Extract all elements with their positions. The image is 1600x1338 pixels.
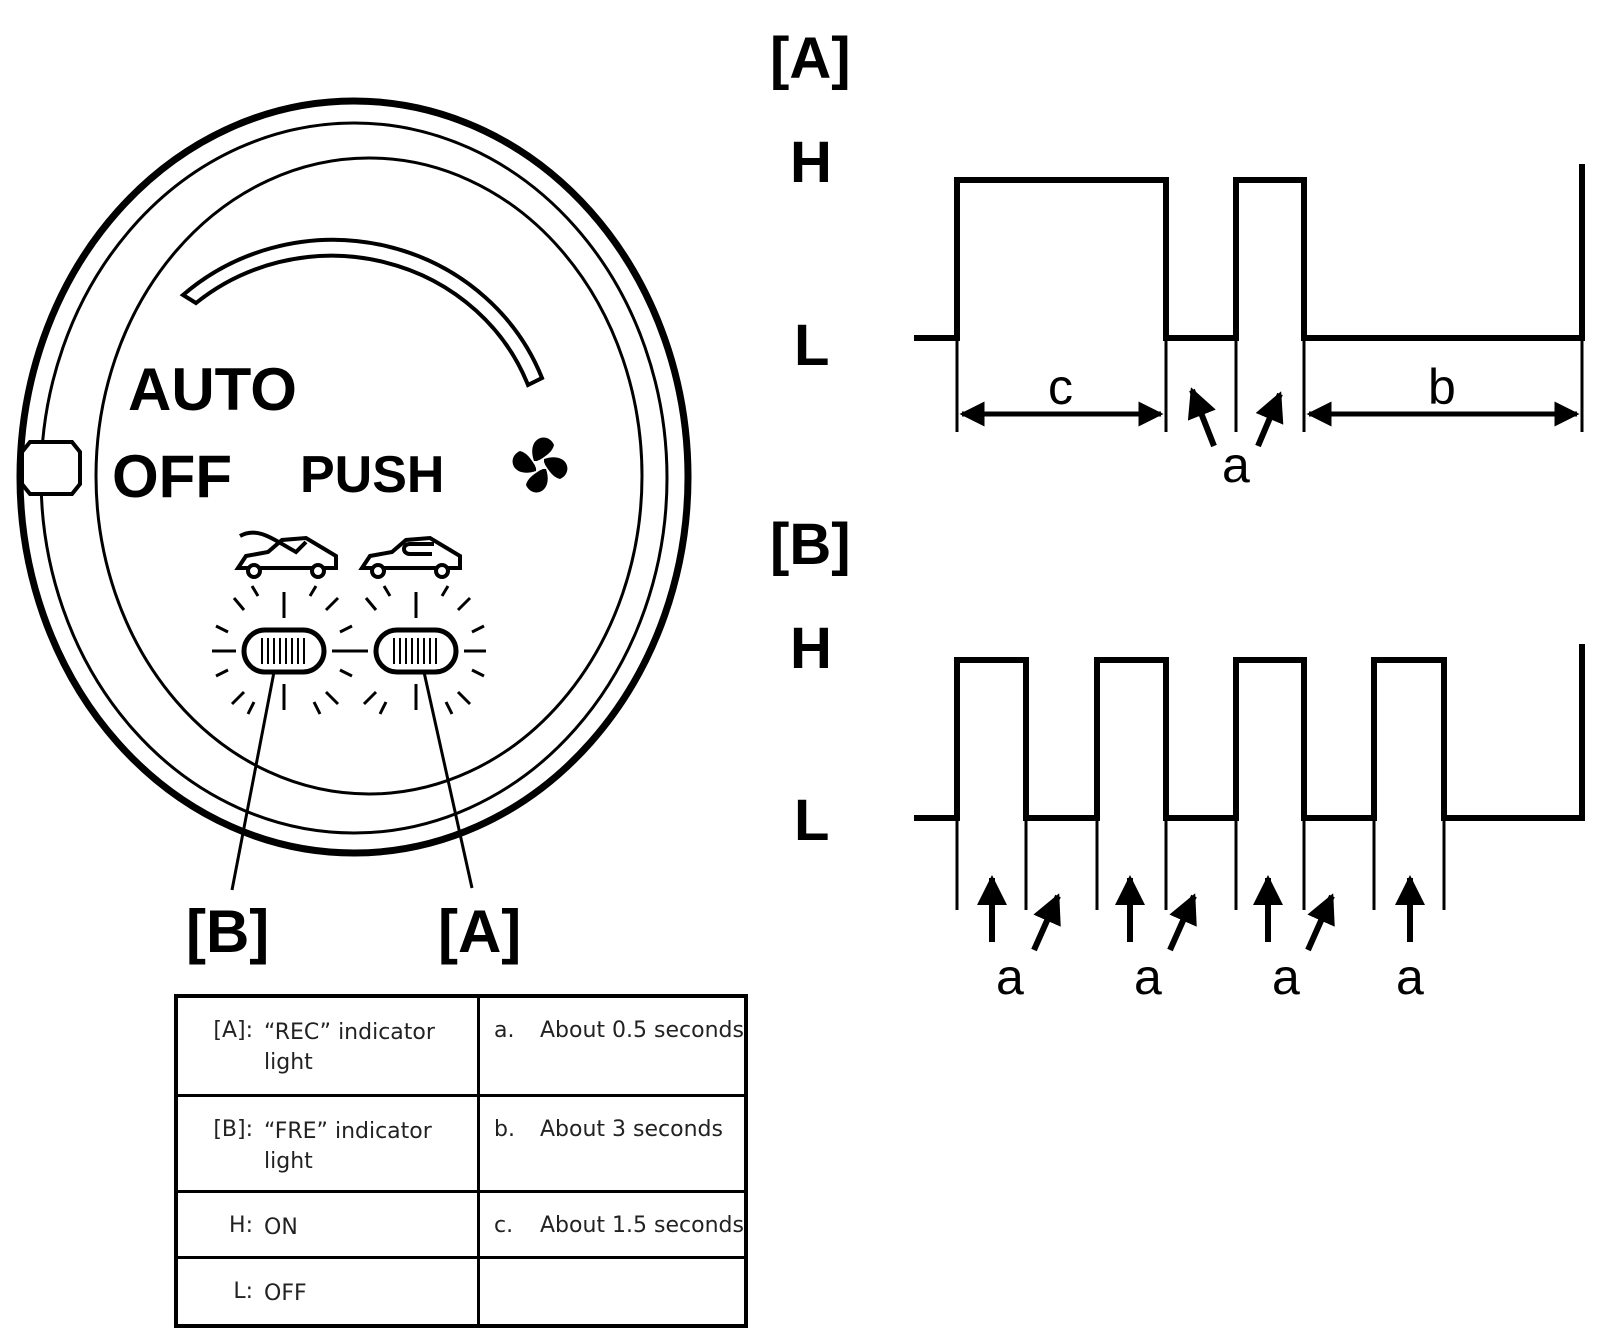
legend-key: a. [494, 1018, 515, 1043]
recirculation-car-icon [358, 535, 462, 579]
pulse-b-label-2: a [1134, 949, 1162, 1005]
waveform-b-signal [914, 644, 1585, 821]
legend-desc: “FRE” indicator light [264, 1119, 432, 1174]
legend-key: [B]: [213, 1117, 253, 1142]
legend-table: [A]: “REC” indicator light a. About 0.5 … [174, 994, 748, 1328]
waveform-b-guides [955, 818, 1446, 910]
legend-row: [B]: “FRE” indicator light b. About 3 se… [178, 1094, 744, 1190]
leader-line-b [230, 671, 276, 891]
pulse-b-label-1: a [996, 949, 1024, 1005]
legend-row: H: ON c. About 1.5 seconds [178, 1190, 744, 1256]
waveform-a-signal [914, 164, 1585, 341]
legend-desc: About 1.5 seconds [540, 1213, 744, 1238]
fre-indicator-light [212, 585, 354, 715]
rec-indicator-light [354, 585, 486, 715]
pulse-b-label-3: a [1272, 949, 1300, 1005]
legend-row: L: OFF [178, 1256, 744, 1324]
pulse-b-label-4: a [1396, 949, 1424, 1005]
waveform-b: [B] H L a a a a [770, 512, 1585, 1005]
auto-label: AUTO [128, 356, 297, 423]
pulse-a-arrow-right [1255, 391, 1284, 448]
dial-inner-face [94, 156, 644, 796]
legend-desc: OFF [264, 1281, 307, 1306]
waveform-a-guides [955, 338, 1584, 432]
leader-line-a [422, 671, 474, 889]
legend-key: c. [494, 1213, 514, 1238]
legend-desc: “REC” indicator light [264, 1020, 435, 1075]
legend-key: [A]: [213, 1018, 253, 1043]
dial-notch[interactable] [20, 440, 82, 496]
callout-a-label: [A] [438, 898, 521, 965]
fresh-air-car-icon [234, 530, 338, 579]
pulse-a-arrow-left [1187, 387, 1217, 448]
off-label: OFF [112, 443, 232, 510]
waveform-b-l-label: L [794, 788, 829, 853]
legend-key: H: [229, 1213, 253, 1238]
callout-b-label: [B] [186, 898, 269, 965]
waveform-a-l-label: L [794, 313, 829, 378]
climate-dial: AUTO OFF PUSH [16, 97, 692, 965]
pulse-b-arrow-2 [1031, 893, 1061, 952]
legend-key: b. [494, 1117, 515, 1142]
dimension-a-label: a [1222, 437, 1250, 493]
pulse-b-arrow-6 [1305, 893, 1335, 952]
legend-desc: ON [264, 1215, 298, 1240]
waveform-a-title: [A] [770, 26, 851, 91]
fan-icon [512, 437, 568, 493]
pulse-b-arrow-4 [1167, 893, 1197, 952]
temperature-arc [179, 237, 545, 388]
waveform-a: [A] H L c a b [770, 26, 1585, 493]
legend-key: L: [233, 1279, 253, 1304]
legend-row: [A]: “REC” indicator light a. About 0.5 … [178, 998, 744, 1094]
waveform-b-h-label: H [790, 616, 832, 681]
push-label: PUSH [300, 446, 444, 504]
waveform-a-h-label: H [790, 130, 832, 195]
legend-desc: About 0.5 seconds [540, 1018, 744, 1043]
legend-desc: About 3 seconds [540, 1117, 723, 1142]
dimension-c-label: c [1048, 359, 1073, 415]
dimension-b-label: b [1428, 359, 1456, 415]
waveform-b-title: [B] [770, 512, 851, 577]
